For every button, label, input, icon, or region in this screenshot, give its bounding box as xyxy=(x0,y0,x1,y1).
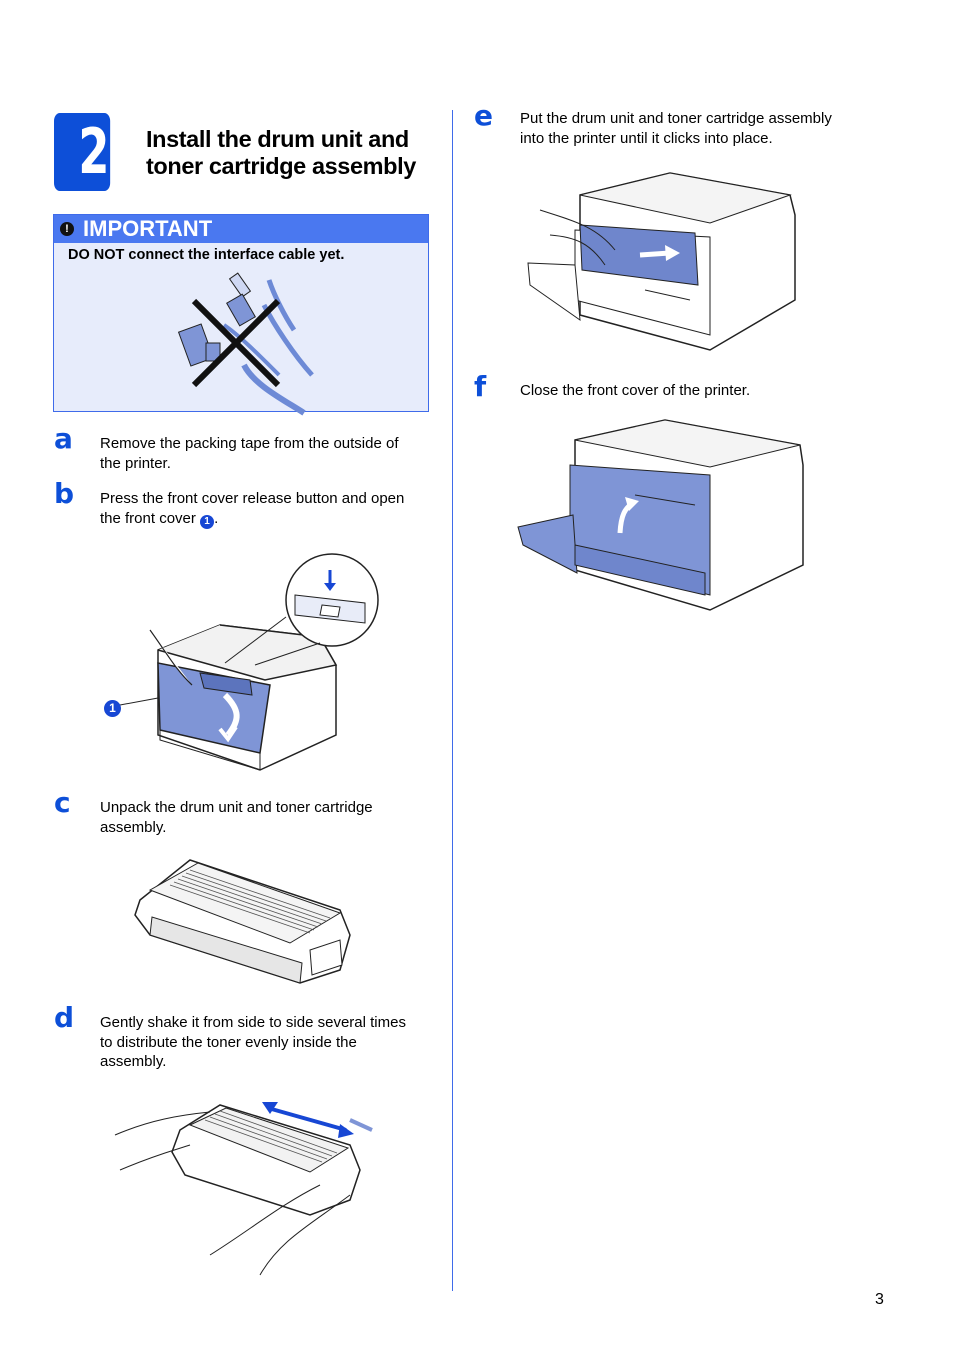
step-a-letter: a xyxy=(54,422,73,455)
step-e-line1: Put the drum unit and toner cartridge as… xyxy=(520,110,832,127)
section-title: Install the drum unit and toner cartridg… xyxy=(146,126,446,180)
close-cover-illustration xyxy=(517,419,804,611)
column-divider xyxy=(452,110,453,1291)
step-b-text: Press the front cover release button and… xyxy=(100,489,404,529)
important-box: ! IMPORTANT DO NOT connect the interface… xyxy=(53,214,429,416)
step-d-letter: d xyxy=(54,1001,75,1034)
important-header: ! IMPORTANT xyxy=(54,215,428,243)
step-b-line2: the front cover 1. xyxy=(100,509,404,529)
step-e-text: Put the drum unit and toner cartridge as… xyxy=(520,109,832,148)
step-d-line1: Gently shake it from side to side severa… xyxy=(100,1014,406,1031)
insert-drum-illustration xyxy=(527,172,796,351)
step-a-line1: Remove the packing tape from the outside… xyxy=(100,435,399,452)
step-b-letter: b xyxy=(54,477,75,510)
step-d-line2: to distribute the toner evenly inside th… xyxy=(100,1033,357,1051)
step-e-letter: e xyxy=(474,99,493,132)
step-f-line1: Close the front cover of the printer. xyxy=(520,382,751,399)
step-f-letter: f xyxy=(474,370,487,403)
figure-b-callout-wrap: 1 xyxy=(104,698,121,717)
step-a-text: Remove the packing tape from the outside… xyxy=(100,434,399,473)
figure-b-callout-1: 1 xyxy=(104,700,121,717)
section-number: 2 xyxy=(78,115,109,188)
page-number: 3 xyxy=(875,1291,884,1308)
section-title-line2: toner cartridge assembly xyxy=(146,153,416,179)
step-d-line3: assembly. xyxy=(100,1053,167,1070)
shake-drum-illustration xyxy=(114,1102,373,1276)
callout-1-badge: 1 xyxy=(200,514,215,529)
step-b-line1: Press the front cover release button and… xyxy=(100,490,405,507)
step-c-letter: c xyxy=(54,786,71,819)
step-a-line2: the printer. xyxy=(100,454,171,472)
step-c-line1: Unpack the drum unit and toner cartridge xyxy=(100,799,373,816)
step-c-text: Unpack the drum unit and toner cartridge… xyxy=(100,798,373,837)
step-b-line2-suffix: . xyxy=(214,509,219,527)
step-b-line2-prefix: the front cover xyxy=(100,509,201,527)
step-e-line2: into the printer until it clicks into pl… xyxy=(520,129,773,147)
step-d-text: Gently shake it from side to side severa… xyxy=(100,1013,406,1072)
exclamation-icon: ! xyxy=(60,222,74,236)
important-text: DO NOT connect the interface cable yet. xyxy=(68,247,345,263)
step-f-text: Close the front cover of the printer. xyxy=(520,381,750,401)
cable-crossed-out-illustration xyxy=(177,272,314,416)
section-title-line1: Install the drum unit and xyxy=(146,126,409,152)
section-number-badge: 2 xyxy=(54,113,111,191)
drum-unit-illustration xyxy=(134,859,351,984)
printer-open-cover-illustration xyxy=(119,553,379,771)
important-label: IMPORTANT xyxy=(83,216,213,241)
step-c-line2: assembly. xyxy=(100,818,167,836)
